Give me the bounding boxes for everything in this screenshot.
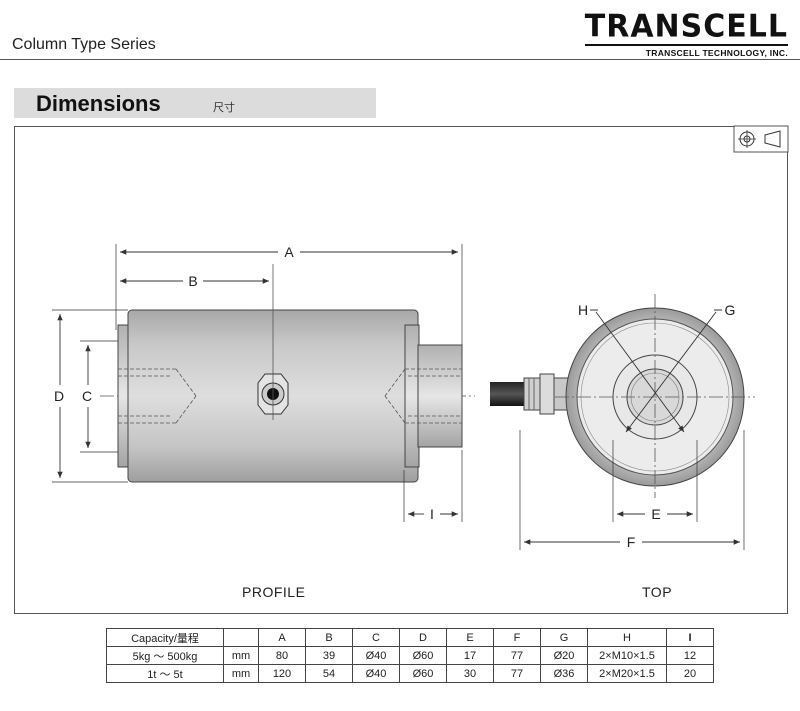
top-view <box>490 294 755 498</box>
table-cell: 17 <box>446 646 494 665</box>
dim-label-i: I <box>430 506 434 522</box>
dim-label-e: E <box>651 506 660 522</box>
table-cell: 2×M20×1.5 <box>587 664 667 683</box>
header-divider <box>0 59 800 60</box>
section-title: Dimensions <box>36 91 161 116</box>
table-cell: 120 <box>258 664 306 683</box>
dim-label-a: A <box>284 244 294 260</box>
table-cell: 39 <box>305 646 353 665</box>
table-cell: Ø40 <box>352 646 400 665</box>
series-title: Column Type Series <box>12 36 156 53</box>
table-cell: 1t ～ 5t <box>106 664 224 683</box>
dimensions-table: Capacity/量程 A B C D E F G H I 5kg ～ 500k… <box>106 628 714 683</box>
table-cell: 30 <box>446 664 494 683</box>
table-row: 1t ～ 5t mm 120 54 Ø40 Ø60 30 77 Ø36 2×M2… <box>106 664 714 683</box>
dim-label-c: C <box>82 388 92 404</box>
table-row: 5kg ～ 500kg mm 80 39 Ø40 Ø60 17 77 Ø20 2… <box>106 646 714 665</box>
table-cell: 5kg ～ 500kg <box>106 646 224 665</box>
table-header-unit <box>223 628 259 647</box>
section-subtitle: 尺寸 <box>213 102 235 114</box>
table-cell: mm <box>223 646 259 665</box>
table-cell: Ø36 <box>540 664 588 683</box>
table-cell: 12 <box>666 646 714 665</box>
table-cell: 2×M10×1.5 <box>587 646 667 665</box>
table-cell: Ø60 <box>399 664 447 683</box>
table-cell: 20 <box>666 664 714 683</box>
dim-label-d: D <box>54 388 64 404</box>
table-header-row: Capacity/量程 A B C D E F G H I <box>106 628 714 647</box>
table-cell: Ø40 <box>352 664 400 683</box>
dim-label-f: F <box>627 534 636 550</box>
table-cell: 77 <box>493 664 541 683</box>
top-view-label: TOP <box>642 584 673 600</box>
table-header-g: G <box>540 628 588 647</box>
brand-logo: TRANSCELL TRANSCELL TECHNOLOGY, INC. <box>584 8 788 58</box>
table-cell: Ø60 <box>399 646 447 665</box>
table-cell: Ø20 <box>540 646 588 665</box>
dim-label-h: H <box>578 302 588 318</box>
top-dimensions <box>519 430 745 550</box>
table-header-capacity: Capacity/量程 <box>106 628 224 647</box>
table-cell: 77 <box>493 646 541 665</box>
table-header-i: I <box>666 628 714 647</box>
table-header-e: E <box>446 628 494 647</box>
section-bar <box>14 88 376 118</box>
dim-label-g: G <box>725 302 736 318</box>
table-cell: 54 <box>305 664 353 683</box>
table-header-a: A <box>258 628 306 647</box>
brand-subtitle: TRANSCELL TECHNOLOGY, INC. <box>584 44 788 58</box>
brand-name: TRANSCELL <box>584 8 788 45</box>
table-cell: 80 <box>258 646 306 665</box>
profile-view <box>100 264 475 483</box>
third-angle-projection-icon <box>733 125 789 153</box>
table-header-f: F <box>493 628 541 647</box>
table-cell: mm <box>223 664 259 683</box>
table-header-d: D <box>399 628 447 647</box>
profile-view-label: PROFILE <box>242 584 306 600</box>
table-header-h: H <box>587 628 667 647</box>
table-header-c: C <box>352 628 400 647</box>
table-header-b: B <box>305 628 353 647</box>
dim-label-b: B <box>188 273 197 289</box>
profile-dimensions <box>52 244 463 522</box>
drawing-frame <box>14 126 788 614</box>
